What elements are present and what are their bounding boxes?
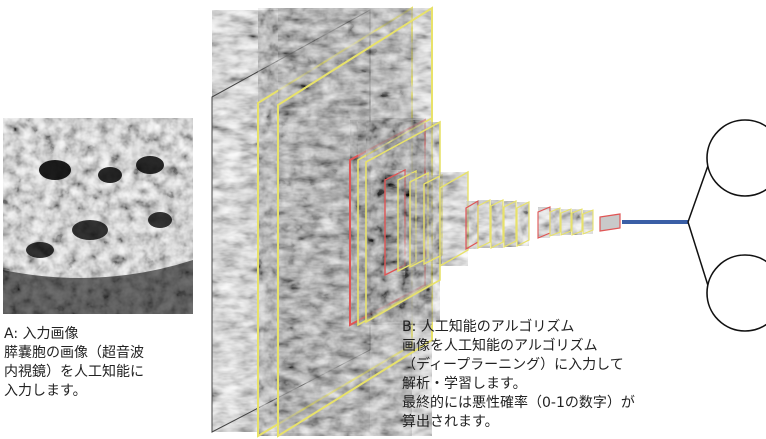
branch-line-bottom [688, 222, 710, 292]
output-section [622, 120, 766, 331]
caption-b-line: （ディープラーニング）に入力して [402, 356, 742, 375]
conv-layer-14 [504, 201, 516, 247]
caption-a-heading: A: 入力画像 [4, 325, 204, 344]
caption-a-line: 入力します。 [4, 382, 204, 401]
caption-b-line: 最終的には悪性確率（0-1の数字）が [402, 394, 742, 413]
caption-a-line: 内視鏡）を人工知能に [4, 363, 204, 382]
caption-a-line: 膵嚢胞の画像（超音波 [4, 344, 204, 363]
small-layer-stack [385, 170, 468, 275]
caption-b-line: 解析・学習します。 [402, 375, 742, 394]
input-ultrasound-image [3, 118, 193, 314]
caption-algorithm: B: 人工知能のアルゴリズム 画像を人工知能のアルゴリズム （ディープラーニング… [402, 318, 742, 432]
caption-b-line: 算出されます。 [402, 413, 742, 432]
conv-layer-12 [478, 200, 490, 248]
caption-input-image: A: 入力画像 膵嚢胞の画像（超音波 内視鏡）を人工知能に 入力します。 [4, 325, 204, 401]
output-node-top [707, 120, 766, 196]
conv-layer-15 [517, 202, 529, 246]
tiny-layer-stack [466, 200, 620, 249]
conv-layer-13 [491, 200, 503, 248]
conv-layer-17 [550, 208, 560, 236]
conv-layer-11 [466, 201, 478, 249]
branch-line-top [688, 160, 710, 222]
caption-b-heading: B: 人工知能のアルゴリズム [402, 318, 742, 337]
caption-b-line: 画像を人工知能のアルゴリズム [402, 337, 742, 356]
